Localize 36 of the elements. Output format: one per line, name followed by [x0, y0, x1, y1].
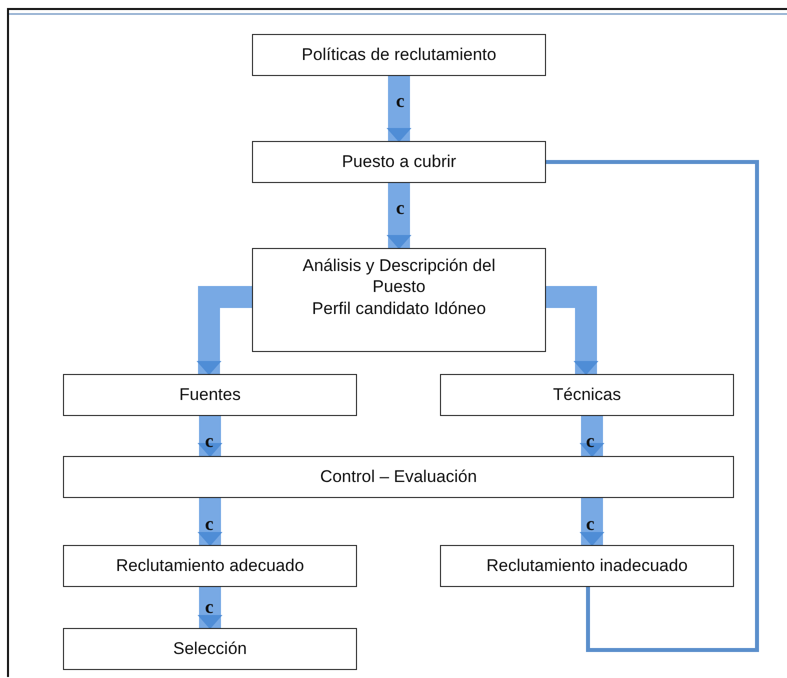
- edge-label: c: [586, 432, 594, 451]
- block-arrow: [198, 416, 222, 458]
- edge-label: c: [205, 432, 214, 451]
- process-box: [440, 374, 734, 416]
- box-text: Control – Evaluación: [320, 466, 477, 488]
- block-arrow: [196, 286, 252, 376]
- process-box: [63, 545, 357, 587]
- process-box: [252, 34, 546, 76]
- block-arrow: [198, 587, 222, 630]
- block-arrow: [580, 498, 604, 546]
- box-text: Reclutamiento adecuado: [116, 555, 304, 577]
- block-arrow: [386, 76, 412, 142]
- process-box: [440, 545, 734, 587]
- box-text: Reclutamiento inadecuado: [486, 555, 688, 577]
- edge-label: c: [205, 598, 214, 617]
- process-box: [63, 628, 357, 670]
- box-text: Técnicas: [552, 384, 622, 406]
- process-box: [252, 248, 546, 352]
- edge-label: c: [396, 92, 404, 111]
- process-box: [63, 374, 357, 416]
- box-text: Selección: [173, 638, 247, 660]
- box-text: Fuentes: [179, 384, 241, 406]
- process-box: [252, 141, 546, 183]
- edge-label: c: [396, 199, 404, 218]
- edge-label: c: [205, 515, 214, 534]
- box-text: Perfil candidato Idóneo: [312, 298, 486, 319]
- box-text: Puesto a cubrir: [342, 151, 456, 173]
- block-arrow: [546, 286, 598, 376]
- process-box: [63, 456, 734, 498]
- block-arrow: [386, 183, 412, 250]
- block-arrow: [198, 498, 222, 546]
- box-text: Políticas de reclutamiento: [302, 44, 496, 66]
- edge-label: c: [586, 515, 594, 534]
- block-arrow: [580, 416, 604, 458]
- connector-line: [546, 160, 759, 652]
- box-text: Análisis y Descripción del Puesto: [302, 255, 496, 298]
